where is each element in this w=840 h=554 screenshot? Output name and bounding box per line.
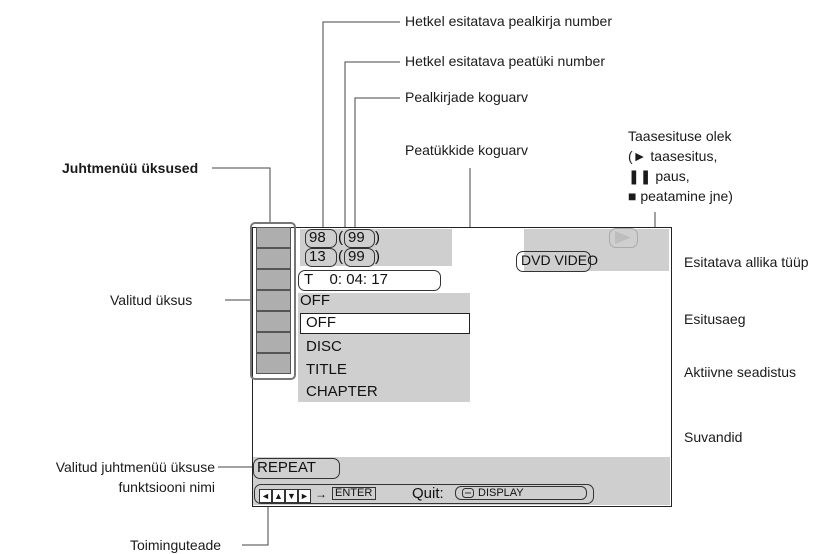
- enter-key-frame: [332, 487, 376, 500]
- label-total-titles: Pealkirjade koguarv: [405, 89, 528, 105]
- label-operation-message: Toiminguteade: [130, 537, 222, 553]
- options-panel-bg: [298, 293, 470, 402]
- menu-item-7[interactable]: [256, 353, 291, 374]
- label-total-chapters: Peatükkide koguarv: [405, 142, 528, 158]
- arrow-icon: →: [315, 487, 327, 501]
- menu-item-5[interactable]: [256, 311, 291, 332]
- label-current-title: Hetkel esitatava pealkirja number: [405, 13, 612, 29]
- label-selected-item: Valitud üksus: [110, 292, 193, 308]
- arrow-up-icon: ▲: [272, 489, 285, 503]
- function-name-frame: [253, 458, 340, 479]
- disc-type-frame: [516, 251, 591, 272]
- playback-status-line-4: ■ peatamine jne): [628, 188, 733, 204]
- display-button-icon: [462, 488, 474, 498]
- chapter-total-frame: [344, 248, 375, 267]
- playback-status-frame: [609, 228, 638, 248]
- chapter-total: 99: [348, 248, 365, 265]
- playback-status-line-3: ❚❚ paus,: [628, 168, 690, 184]
- current-setting: OFF: [300, 292, 330, 309]
- label-source-type: Esitatava allika tüüp: [684, 254, 809, 270]
- function-name: REPEAT: [257, 459, 316, 476]
- option-chapter[interactable]: CHAPTER: [306, 383, 378, 400]
- arrow-down-icon: ▼: [285, 489, 298, 503]
- playing-time: T 0: 04: 17: [304, 271, 388, 288]
- title-number-frame: [305, 229, 337, 248]
- option-highlight: [300, 313, 470, 334]
- menu-item-3[interactable]: [256, 269, 291, 290]
- menu-item-4-selected[interactable]: [256, 290, 291, 311]
- playback-status-line-1: Taasesituse olek: [628, 128, 732, 144]
- chapter-number-frame: [305, 248, 337, 267]
- arrow-left-icon: ◄: [259, 489, 272, 503]
- chapter-number: 13: [309, 248, 326, 265]
- title-close-paren: ): [375, 229, 380, 246]
- option-title[interactable]: TITLE: [306, 361, 347, 378]
- menu-item-2[interactable]: [256, 248, 291, 269]
- operation-message-frame: [254, 484, 594, 504]
- function-name-line-1: Valitud juhtmenüü üksuse: [55, 459, 215, 475]
- label-current-chapter: Hetkel esitatava peatüki number: [405, 53, 605, 69]
- function-name-line-2: funktsiooni nimi: [118, 479, 216, 495]
- chapter-open-paren: (: [338, 248, 343, 265]
- display-key-frame: [455, 486, 587, 500]
- option-disc[interactable]: DISC: [306, 338, 342, 355]
- title-total-frame: [344, 229, 375, 248]
- label-menu-items: Juhtmenüü üksused: [62, 160, 199, 176]
- menu-items-frame: [250, 222, 296, 380]
- disc-type: DVD VIDEO: [521, 252, 599, 268]
- bottom-bar-bg: [253, 457, 670, 505]
- title-number: 98: [309, 229, 326, 246]
- status-panel-bg: [524, 229, 669, 271]
- label-current-setting: Aktiivne seadistus: [684, 364, 797, 380]
- label-playing-time: Esitusaeg: [684, 311, 746, 327]
- chapter-close-paren: ): [375, 248, 380, 265]
- option-off[interactable]: OFF: [306, 314, 336, 331]
- quit-label: Quit:: [412, 485, 444, 502]
- playing-time-frame: [298, 270, 441, 291]
- arrow-right-icon: ►: [298, 489, 311, 503]
- title-open-paren: (: [338, 229, 343, 246]
- menu-item-6[interactable]: [256, 332, 291, 353]
- label-options: Suvandid: [684, 429, 743, 445]
- enter-key: ENTER: [335, 487, 373, 499]
- display-key: DISPLAY: [478, 487, 524, 499]
- menu-item-1[interactable]: [256, 227, 291, 248]
- play-icon: [615, 231, 631, 244]
- playback-status-line-2: (► taasesitus,: [628, 148, 718, 164]
- title-total: 99: [348, 229, 365, 246]
